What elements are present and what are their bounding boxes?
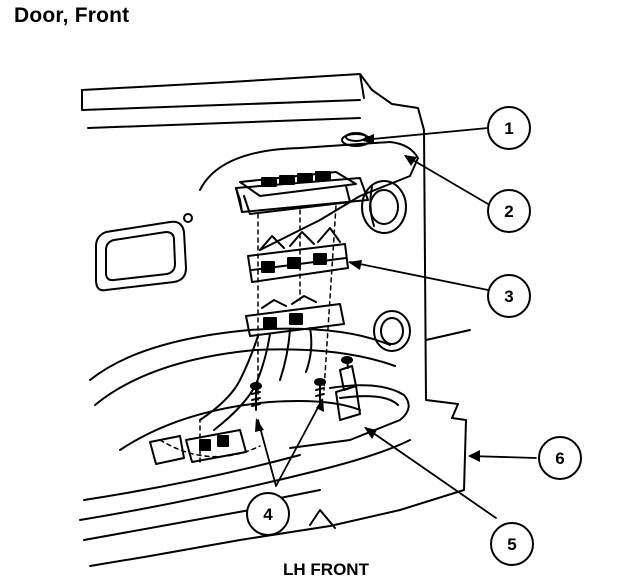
speaker-upper	[361, 180, 407, 234]
callout-1-label: 1	[504, 119, 513, 138]
inner-handle-recess	[95, 213, 193, 292]
door-panel	[79, 73, 471, 567]
screws	[250, 378, 326, 411]
window-switch-assembly	[247, 227, 349, 283]
leader-lines	[257, 127, 537, 519]
master-window-switch	[239, 171, 357, 215]
door-lock-switch	[335, 356, 361, 421]
callout-2: 2	[487, 189, 531, 233]
callout-5-label: 5	[507, 535, 516, 554]
harness-connector	[149, 429, 247, 465]
callout-6: 6	[538, 436, 582, 480]
callout-4: 4	[246, 492, 290, 536]
callout-2-label: 2	[504, 202, 513, 221]
switch-trim-panel	[199, 132, 419, 251]
armrest	[289, 384, 410, 449]
callout-4-label: 4	[263, 505, 273, 524]
callout-3: 3	[487, 274, 531, 318]
callout-5: 5	[490, 522, 534, 566]
callout-3-label: 3	[504, 287, 513, 306]
diagram-title: Door, Front	[14, 4, 130, 27]
callout-6-label: 6	[555, 449, 564, 468]
callout-1: 1	[487, 106, 531, 150]
alignment-lines	[159, 205, 337, 463]
diagram-caption: LH FRONT	[283, 560, 369, 579]
leader-arrowheads	[255, 134, 480, 462]
speaker-lower	[373, 310, 411, 352]
